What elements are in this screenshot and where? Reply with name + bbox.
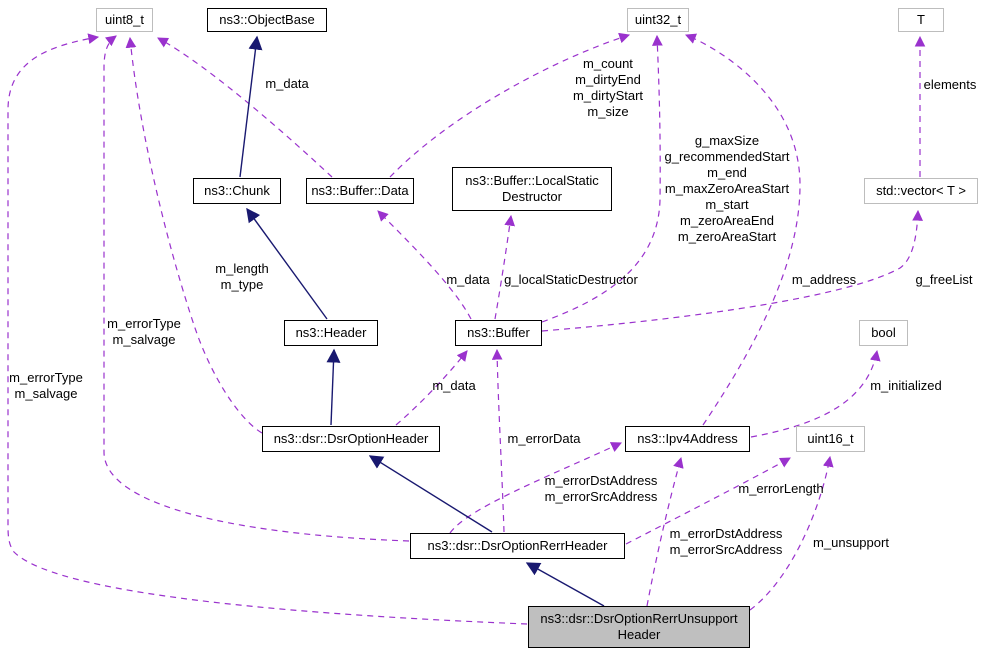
node-ns3-objectbase[interactable]: ns3::ObjectBase bbox=[207, 8, 327, 32]
label-g-localstaticdestructor: g_localStaticDestructor bbox=[504, 272, 638, 287]
edge-bufferdata-to-uint32 bbox=[389, 32, 631, 178]
edge-unsupportheader-to-uint8 bbox=[7, 33, 528, 625]
label-bufferdata-members: m_count m_dirtyEnd m_dirtyStart m_size bbox=[572, 56, 644, 119]
label-m-initialized: m_initialized bbox=[870, 378, 942, 393]
node-ns3-buffer-data[interactable]: ns3::Buffer::Data bbox=[306, 178, 414, 204]
label-m-errortype-m-salvage-2: m_errorType m_salvage bbox=[9, 370, 83, 401]
label-m-errordst-src-1: m_errorDstAddress m_errorSrcAddress bbox=[544, 473, 658, 504]
edge-optionheader-to-buffer bbox=[395, 350, 468, 426]
label-g-freelist: g_freeList bbox=[915, 272, 973, 287]
node-ns3-dsr-dsroptionheader[interactable]: ns3::dsr::DsrOptionHeader bbox=[262, 426, 440, 452]
edge-buffer-to-uint32 bbox=[541, 34, 663, 323]
edge-rerrheader-to-uint16 bbox=[625, 457, 791, 545]
node-ns3-buffer-localstaticdestructor[interactable]: ns3::Buffer::LocalStatic Destructor bbox=[452, 167, 612, 211]
node-ns3-dsr-dsroptionrerrheader[interactable]: ns3::dsr::DsrOptionRerrHeader bbox=[410, 533, 625, 559]
edge-bufferdata-to-uint8 bbox=[157, 37, 333, 178]
edge-buffer-to-bufferdata bbox=[377, 210, 472, 320]
node-t: T bbox=[898, 8, 944, 32]
node-uint32-t: uint32_t bbox=[627, 8, 689, 32]
edge-chunk-to-objectbase bbox=[239, 35, 263, 178]
node-ns3-ipv4address[interactable]: ns3::Ipv4Address bbox=[625, 426, 750, 452]
label-m-data-objectbase-area: m_data bbox=[265, 76, 309, 91]
edge-ipv4address-to-bool bbox=[750, 349, 881, 438]
node-ns3-buffer[interactable]: ns3::Buffer bbox=[455, 320, 542, 346]
node-ns3-chunk[interactable]: ns3::Chunk bbox=[193, 178, 281, 204]
edge-rerrheader-to-buffer bbox=[491, 348, 505, 533]
edge-buffer-to-localstaticdestructor bbox=[494, 214, 516, 320]
label-m-unsupport: m_unsupport bbox=[813, 535, 889, 550]
edge-unsupportheader-to-ipv4address bbox=[646, 456, 684, 607]
label-elements: elements bbox=[923, 77, 977, 92]
label-m-address: m_address bbox=[791, 272, 857, 287]
edge-optionheader-to-uint8 bbox=[125, 36, 263, 434]
label-m-errordata: m_errorData bbox=[507, 431, 581, 446]
label-buffer-members: g_maxSize g_recommendedStart m_end m_max… bbox=[664, 133, 790, 244]
node-std-vector-t: std::vector< T > bbox=[864, 178, 978, 204]
edge-rerrheader-to-optionheader bbox=[368, 455, 493, 533]
node-ns3-dsr-dsroptionrerrunsupportheader: ns3::dsr::DsrOptionRerrUnsupport Header bbox=[528, 606, 750, 648]
label-m-length-m-type: m_length m_type bbox=[215, 261, 269, 292]
edge-ipv4address-to-uint32 bbox=[684, 33, 801, 426]
node-bool: bool bbox=[859, 320, 908, 346]
label-m-data-buffer: m_data bbox=[446, 272, 490, 287]
node-ns3-header[interactable]: ns3::Header bbox=[284, 320, 378, 346]
label-m-errorlength: m_errorLength bbox=[738, 481, 824, 496]
edge-buffer-to-vector bbox=[541, 209, 924, 332]
edge-unsupportheader-to-uint16 bbox=[749, 455, 834, 611]
label-m-data-optionheader: m_data bbox=[432, 378, 476, 393]
node-uint16-t: uint16_t bbox=[796, 426, 865, 452]
label-m-errortype-m-salvage-1: m_errorType m_salvage bbox=[107, 316, 181, 347]
node-uint8-t: uint8_t bbox=[96, 8, 153, 32]
edge-rerrheader-to-ipv4address bbox=[449, 442, 622, 534]
edge-optionheader-to-header bbox=[326, 348, 341, 426]
edge-rerrheader-to-uint8 bbox=[103, 35, 410, 542]
edge-unsupportheader-to-rerrheader bbox=[525, 562, 605, 607]
edge-header-to-chunk bbox=[246, 207, 328, 320]
label-m-errordst-src-2: m_errorDstAddress m_errorSrcAddress bbox=[669, 526, 783, 557]
